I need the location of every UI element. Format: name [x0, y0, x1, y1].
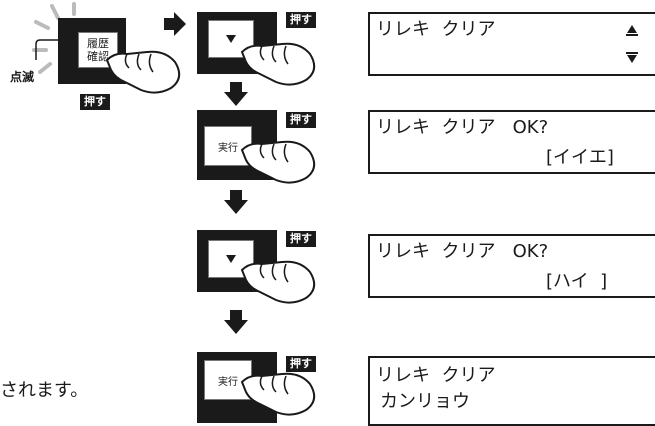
up-arrow-icon	[626, 25, 638, 36]
push-badge-step-2: 押す	[286, 112, 316, 128]
blink-label: 点滅	[10, 70, 35, 84]
lcd-line-2: カンリョウ	[380, 391, 470, 412]
push-badge: 押す	[80, 94, 110, 110]
down-arrow-icon	[626, 52, 638, 63]
pressing-hand-icon	[240, 260, 316, 304]
down-arrow-connector	[224, 310, 248, 334]
down-triangle-icon	[226, 35, 236, 43]
lcd-line-1: リレキ クリア	[376, 19, 496, 40]
lcd-line-1: リレキ クリア OK?	[376, 241, 549, 262]
down-arrow-connector	[224, 190, 248, 214]
execute-key-label: 実行	[218, 142, 238, 154]
down-arrow-connector	[224, 82, 248, 106]
pressing-hand-icon	[240, 140, 316, 184]
history-key[interactable]: 履歴 確認	[78, 32, 118, 68]
pressing-hand-icon	[240, 42, 316, 86]
push-badge-step-3: 押す	[286, 231, 316, 247]
lcd-line-2: [イイエ]	[546, 147, 614, 168]
push-badge-step-4: 押す	[286, 356, 316, 372]
lcd-display-step-2: リレキ クリア OK? [イイエ]	[368, 110, 655, 174]
lcd-line-1: リレキ クリア OK?	[376, 117, 549, 138]
pressing-hand-icon	[105, 50, 181, 94]
execute-key-label: 実行	[218, 376, 238, 388]
footer-text: されます。	[0, 380, 89, 401]
down-triangle-icon	[226, 255, 236, 263]
execute-key-2[interactable]: 実行	[204, 126, 252, 166]
right-arrow-icon	[164, 12, 186, 36]
lcd-display-step-3: リレキ クリア OK? [ハイ ]	[368, 234, 655, 298]
history-key-label-line1: 履歴	[87, 37, 109, 50]
lcd-line-1: リレキ クリア	[376, 365, 496, 386]
lcd-display-step-1: リレキ クリア	[368, 12, 655, 76]
blink-pointer-line	[35, 39, 74, 60]
push-badge-step-1: 押す	[286, 12, 316, 28]
pressing-hand-icon	[240, 372, 316, 416]
history-key-label-line2: 確認	[87, 50, 109, 63]
lcd-line-2: [ハイ ]	[546, 271, 608, 292]
down-key-3[interactable]	[208, 240, 254, 278]
lcd-display-step-4: リレキ クリア カンリョウ	[368, 356, 655, 426]
